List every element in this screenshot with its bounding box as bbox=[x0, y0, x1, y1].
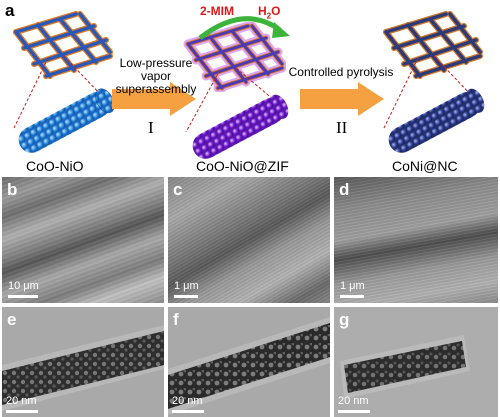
step1-label-line2: vapor superassembly bbox=[115, 69, 197, 97]
panel-letter-f: f bbox=[173, 310, 179, 329]
tem-rod-f bbox=[168, 317, 330, 415]
tem-rod-g bbox=[340, 335, 470, 399]
scale-label-c: 1 μm bbox=[174, 280, 199, 292]
scale-label-e: 20 nm bbox=[6, 395, 37, 407]
panel-letter-c: c bbox=[173, 180, 183, 199]
panel-letter-b: b bbox=[7, 180, 18, 199]
scale-bar-b bbox=[8, 295, 38, 298]
panel-letter-g: g bbox=[339, 310, 350, 329]
rod-icon-2 bbox=[192, 94, 289, 159]
step1-label-line1: Low-pressure bbox=[119, 56, 193, 70]
scale-label-f: 20 nm bbox=[172, 395, 203, 407]
step2-label: Controlled pyrolysis bbox=[288, 65, 394, 79]
panel-letter-a: a bbox=[5, 1, 15, 20]
scale-bar-g bbox=[338, 410, 370, 413]
panel-letter-d: d bbox=[339, 180, 350, 199]
tem-image-f: f 20 nm bbox=[168, 307, 330, 417]
tem-rod-e bbox=[2, 325, 164, 411]
scale-bar-d bbox=[340, 295, 364, 298]
sem-image-d: d 1 μm bbox=[334, 177, 498, 303]
mesh-icon-1 bbox=[13, 11, 113, 79]
material-label-3: CoNi@NC bbox=[392, 158, 458, 174]
tem-image-e: e 20 nm bbox=[2, 307, 164, 417]
tem-image-g: g 20 nm bbox=[334, 307, 498, 417]
material-label-1: CoO-NiO bbox=[26, 158, 84, 174]
reagent-out-label: H2O bbox=[258, 4, 280, 20]
mesh-icon-2 bbox=[183, 22, 286, 92]
material-label-2: CoO-NiO@ZIF bbox=[196, 158, 289, 174]
reagent-out-sub: 2 bbox=[266, 11, 272, 21]
reagent-in-label: 2-MIM bbox=[200, 4, 234, 18]
step1-roman: I bbox=[148, 118, 154, 137]
step2-roman: II bbox=[336, 118, 348, 137]
curved-arrow-icon bbox=[198, 16, 290, 40]
reagent-out-o: O bbox=[271, 4, 281, 18]
rod-icon-3 bbox=[388, 88, 485, 153]
schematic-panel-a: a bbox=[0, 0, 500, 176]
scale-bar-e bbox=[6, 410, 38, 413]
step1-label: Low-pressure vapor superassembly bbox=[102, 56, 210, 97]
zoom-lines bbox=[13, 55, 473, 133]
reagent-out-h: H bbox=[258, 4, 267, 18]
tem-row: e 20 nm f 20 nm bbox=[0, 307, 500, 417]
scale-label-b: 10 μm bbox=[8, 280, 39, 292]
scale-bar-f bbox=[172, 410, 204, 413]
mesh-icon-3 bbox=[383, 11, 483, 79]
sem-image-c: c 1 μm bbox=[168, 177, 330, 303]
sem-image-b: b 10 μm bbox=[2, 177, 164, 303]
panel-letter-e: e bbox=[7, 310, 17, 329]
scale-label-g: 20 nm bbox=[338, 395, 369, 407]
sem-row: b 10 μm c 1 μm d 1 μm bbox=[0, 177, 500, 305]
rod-icon-1 bbox=[18, 88, 115, 153]
scale-label-d: 1 μm bbox=[340, 280, 365, 292]
arrow-icon-step2 bbox=[300, 82, 384, 116]
arrow-icon-step1 bbox=[112, 82, 196, 116]
scale-bar-c bbox=[174, 295, 198, 298]
